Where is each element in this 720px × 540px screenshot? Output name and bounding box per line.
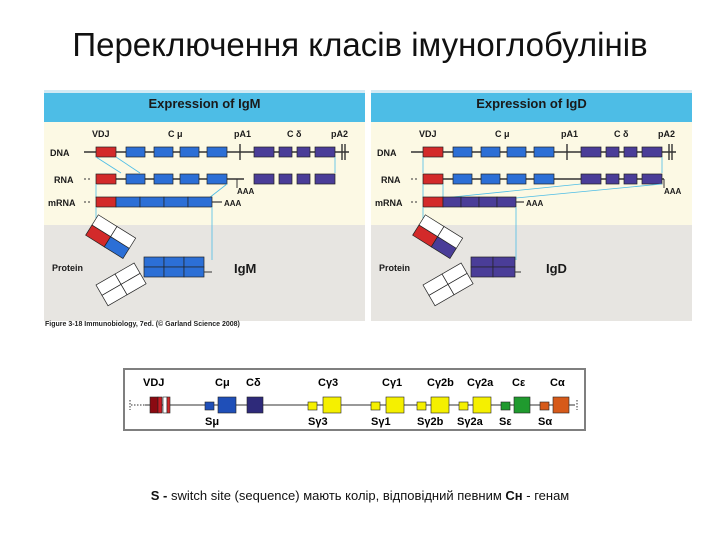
panel-title: Expression of IgD <box>476 96 587 111</box>
switch-site-s-alpha <box>539 401 550 411</box>
c-delta-label: Cδ <box>246 377 261 389</box>
gene-c-epsilon: Cε Sε <box>499 377 531 428</box>
footnote-tail: - генам <box>522 488 570 503</box>
s-gamma3-label: Sγ3 <box>308 416 328 428</box>
c-gamma1-label: Cγ1 <box>382 377 402 389</box>
switch-site-s-epsilon <box>500 401 511 411</box>
switch-site-s-gamma2b <box>416 401 427 411</box>
igm-antibody-icon <box>85 214 137 259</box>
c-epsilon-label: Cε <box>512 377 526 389</box>
footnote-text: switch site (sequence) мають колір, відп… <box>167 488 506 503</box>
protein-label: Protein <box>52 263 83 273</box>
switch-site-s-gamma2a <box>458 401 469 411</box>
switch-region-diagram: VDJ Cμ Sμ Cδ Cγ3 Sγ3 Cγ1 <box>123 368 586 431</box>
rna-label: RNA <box>54 175 74 185</box>
dna-vdj-exon <box>95 146 117 158</box>
figure-caption: Figure 3-18 Immunobiology, 7ed. (© Garla… <box>45 321 240 328</box>
footnote-bold-start: S - <box>150 488 168 503</box>
gene-c-delta: Cδ <box>246 377 264 414</box>
c-gamma2a-label: Cγ2a <box>467 377 494 389</box>
c-delta-label: C δ <box>614 129 629 139</box>
constant-exon-c-gamma3 <box>322 396 342 414</box>
pa1-label: pA1 <box>561 129 578 139</box>
s-gamma1-label: Sγ1 <box>371 416 391 428</box>
vdj-label: VDJ <box>419 129 437 139</box>
switch-site-s-gamma3 <box>307 401 318 411</box>
s-alpha-label: Sα <box>538 416 552 428</box>
switch-region-svg: VDJ Cμ Sμ Cδ Cγ3 Sγ3 Cγ1 <box>129 377 578 428</box>
dna-label: DNA <box>377 148 397 158</box>
footnote-bold-end: Сн <box>505 488 523 503</box>
c-mu-label: Cμ <box>215 377 230 389</box>
panel-header: Expression of IgD <box>371 90 692 122</box>
gene-c-gamma3: Cγ3 Sγ3 <box>307 377 342 428</box>
s-mu-label: Sμ <box>205 416 219 428</box>
panel-igm-expression: Expression of IgM VDJ C μ pA1 C δ pA2 DN… <box>44 90 365 321</box>
rna-label: RNA <box>381 175 401 185</box>
constant-exon-c-gamma1 <box>385 396 405 414</box>
c-delta-label: C δ <box>287 129 302 139</box>
c-gamma2b-label: Cγ2b <box>427 377 454 389</box>
gene-c-mu: Cμ Sμ <box>204 377 237 428</box>
rna-polya-label: AAA <box>237 187 255 196</box>
vdj-label: VDJ <box>143 377 164 389</box>
c-alpha-label: Cα <box>550 377 565 389</box>
constant-exon-c-gamma2a <box>472 396 492 414</box>
constant-exon-c-alpha <box>552 396 570 414</box>
igd-gene-diagram: VDJ C μ pA1 C δ pA2 DNA RNA <box>375 129 682 307</box>
mrna-polya-label: AAA <box>526 199 544 208</box>
rna-polya-label: AAA <box>664 187 682 196</box>
pa2-label: pA2 <box>658 129 675 139</box>
vdj-segment <box>149 396 159 414</box>
mrna-polya-label: AAA <box>224 199 242 208</box>
constant-exon-c-gamma2b <box>430 396 450 414</box>
gene-c-gamma2b: Cγ2b Sγ2b <box>416 377 454 428</box>
constant-exon-c-delta <box>246 396 264 414</box>
switch-site-s-mu <box>204 401 215 411</box>
vdj-label: VDJ <box>92 129 110 139</box>
pa2-label: pA2 <box>331 129 348 139</box>
s-epsilon-label: Sε <box>499 416 512 428</box>
protein-label: Protein <box>379 263 410 273</box>
c-mu-label: C μ <box>168 129 183 139</box>
mrna-label: mRNA <box>48 198 76 208</box>
constant-exon-c-epsilon <box>513 396 531 414</box>
gene-c-gamma1: Cγ1 Sγ1 <box>370 377 405 428</box>
dna-label: DNA <box>50 148 70 158</box>
igd-antibody-icon <box>412 214 464 259</box>
panel-igd-expression: Expression of IgD VDJ C μ pA1 C δ pA2 DN… <box>371 90 692 321</box>
switch-site-s-gamma1 <box>370 401 381 411</box>
panel-title: Expression of IgM <box>148 96 261 111</box>
product-label: IgD <box>546 261 567 276</box>
gene-c-gamma2a: Cγ2a Sγ2a <box>457 377 494 428</box>
gene-c-alpha: Cα Sα <box>538 377 570 428</box>
igm-gene-diagram: VDJ C μ pA1 C δ pA2 DNA RNA <box>48 129 349 307</box>
s-gamma2b-label: Sγ2b <box>417 416 444 428</box>
c-mu-label: C μ <box>495 129 510 139</box>
pa1-label: pA1 <box>234 129 251 139</box>
constant-exon-c-mu <box>217 396 237 414</box>
slide-title: Переключення класів імуноглобулінів <box>72 26 648 63</box>
product-label: IgM <box>234 261 256 276</box>
mrna-label: mRNA <box>375 198 403 208</box>
footnote: S - switch site (sequence) мають колір, … <box>0 488 720 503</box>
c-gamma3-label: Cγ3 <box>318 377 338 389</box>
s-gamma2a-label: Sγ2a <box>457 416 484 428</box>
panel-header: Expression of IgM <box>44 90 365 122</box>
